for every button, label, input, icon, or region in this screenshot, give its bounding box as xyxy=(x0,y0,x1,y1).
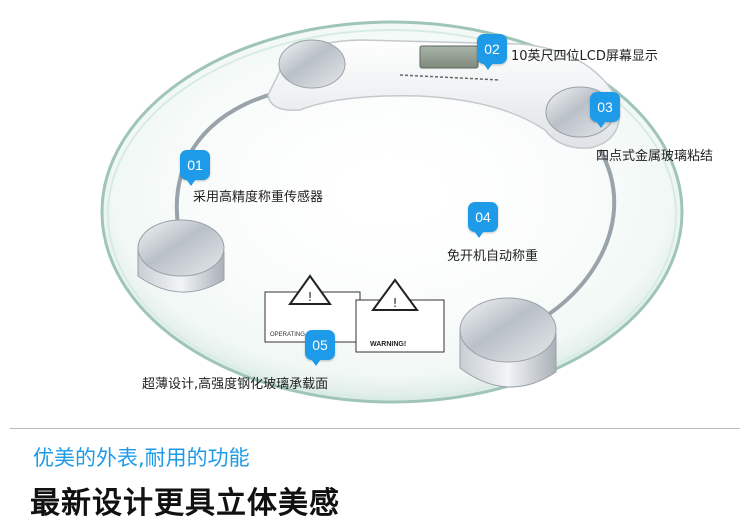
glass-plate-inner-edge xyxy=(107,29,677,399)
feature-text-02: 10英尺四位LCD屏幕显示 xyxy=(511,49,658,64)
feature-badge-01: 01 xyxy=(180,150,210,186)
foot-top-left-cap xyxy=(278,39,346,89)
feature-text-03: 四点式金属玻璃粘结 xyxy=(596,149,714,164)
feature-badge-05: 05 xyxy=(305,330,335,366)
feature-badge-02: 02 xyxy=(477,34,507,70)
feature-badge-04: 04 xyxy=(468,202,498,238)
feature-badge-03: 03 xyxy=(590,92,620,128)
foot-right-cap xyxy=(459,297,557,363)
svg-text:!: ! xyxy=(393,296,398,310)
divider xyxy=(10,428,740,429)
warning-label-right: ! WARNING! xyxy=(355,278,445,353)
display-panel xyxy=(267,39,621,149)
feature-text-04: 免开机自动称重 xyxy=(447,249,539,264)
operating-label: OPERATING xyxy=(270,332,305,338)
scale-product-illustration: ! OPERATING ! WARNING! xyxy=(100,20,684,404)
lcd-screen xyxy=(419,45,479,69)
slogan-line-1: 优美的外表,耐用的功能 xyxy=(33,446,250,470)
warning-label-text: WARNING! xyxy=(370,341,406,348)
foot-left-cap xyxy=(137,219,225,277)
feature-text-05: 超薄设计,高强度钢化玻璃承载面 xyxy=(142,377,329,392)
feature-text-01: 采用高精度称重传感器 xyxy=(193,190,324,205)
slogan-line-2: 最新设计更具立体美感 xyxy=(30,486,340,521)
panel-print-line xyxy=(399,74,501,81)
svg-text:!: ! xyxy=(308,290,313,304)
